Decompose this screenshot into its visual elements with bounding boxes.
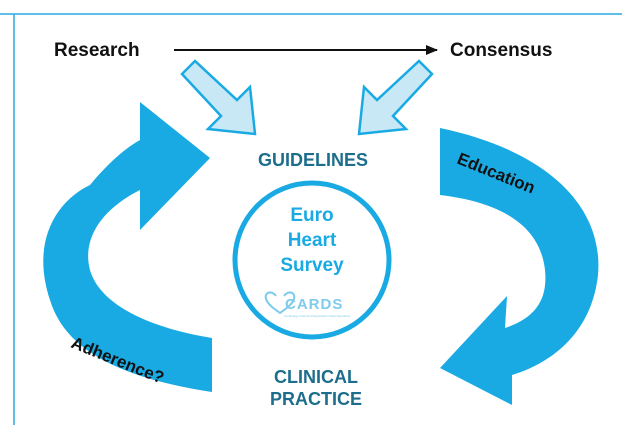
survey-line-3: Survey bbox=[280, 255, 344, 276]
cards-logo-text: CARDS bbox=[285, 296, 343, 313]
adherence-arrow bbox=[43, 102, 212, 392]
research-down-arrow bbox=[180, 59, 257, 136]
practice-label: PRACTICE bbox=[270, 389, 362, 409]
research-label: Research bbox=[54, 40, 140, 61]
clinical-label: CLINICAL bbox=[274, 367, 358, 387]
survey-line-1: Euro bbox=[290, 205, 333, 226]
education-arrow bbox=[440, 128, 599, 405]
consensus-label: Consensus bbox=[450, 40, 552, 61]
consensus-down-arrow bbox=[357, 59, 434, 136]
cards-logo: CARDS Cardiology Audit and Registration … bbox=[264, 291, 351, 318]
survey-line-2: Heart bbox=[288, 230, 337, 251]
euro-heart-survey-circle bbox=[232, 180, 392, 340]
cards-logo-subtext: Cardiology Audit and Registration Data S… bbox=[284, 314, 351, 318]
guidelines-label: GUIDELINES bbox=[258, 150, 368, 170]
heart-outline-icon bbox=[264, 291, 296, 315]
